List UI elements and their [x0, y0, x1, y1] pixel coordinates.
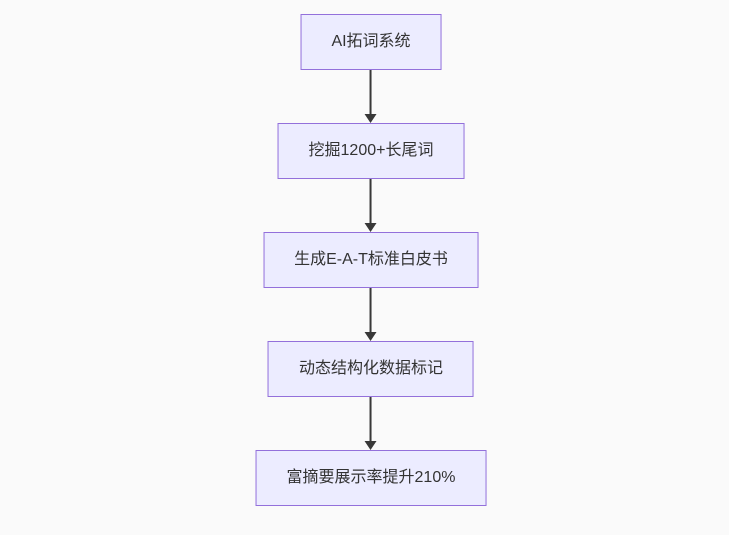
arrowhead-down-icon: [365, 114, 377, 123]
flow-node-D: 动态结构化数据标记: [267, 341, 474, 397]
arrow-line: [370, 70, 372, 114]
flow-arrow-B-C: [364, 179, 378, 232]
arrowhead-down-icon: [365, 441, 377, 450]
flow-arrow-C-D: [364, 288, 378, 341]
flow-node-label: 挖掘1200+长尾词: [308, 142, 434, 159]
flow-node-label: 生成E-A-T标准白皮书: [294, 251, 448, 268]
flow-node-label: AI拓词系统: [331, 33, 411, 50]
arrowhead-down-icon: [365, 332, 377, 341]
arrow-line: [370, 288, 372, 332]
flow-node-A: AI拓词系统: [300, 14, 442, 70]
flow-node-B: 挖掘1200+长尾词: [277, 123, 465, 179]
flow-arrow-D-E: [364, 397, 378, 450]
arrowhead-down-icon: [365, 223, 377, 232]
flow-node-label: 动态结构化数据标记: [298, 360, 443, 377]
flow-node-E: 富摘要展示率提升210%: [255, 450, 487, 506]
flow-arrow-A-B: [364, 70, 378, 123]
arrow-line: [370, 397, 372, 441]
arrow-line: [370, 179, 372, 223]
flow-node-C: 生成E-A-T标准白皮书: [263, 232, 479, 288]
flowchart: AI拓词系统挖掘1200+长尾词生成E-A-T标准白皮书动态结构化数据标记富摘要…: [255, 14, 487, 506]
flow-node-label: 富摘要展示率提升210%: [286, 469, 456, 486]
